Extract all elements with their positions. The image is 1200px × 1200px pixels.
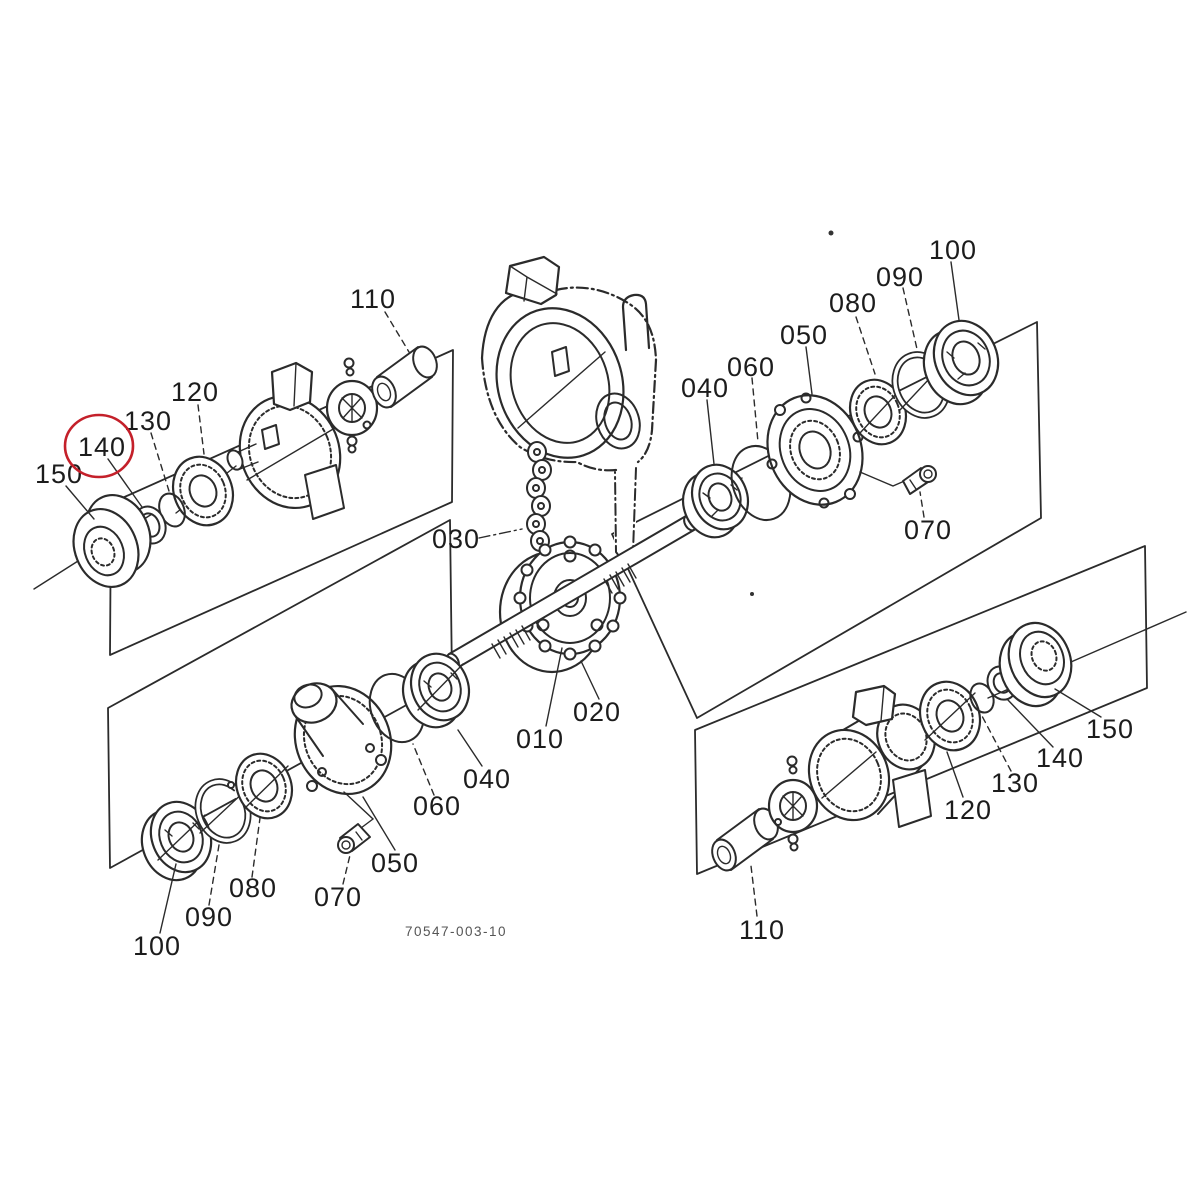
part-label-130-lower-right: 130	[991, 768, 1039, 798]
set-screw-top	[343, 357, 355, 369]
set-screw-bottom	[346, 435, 358, 447]
part-label-050-lower-left: 050	[371, 848, 419, 878]
part-label-090-upper-right: 090	[876, 262, 924, 292]
bolt-070-lower-left	[337, 823, 371, 854]
cap-150-lower-right	[987, 611, 1187, 708]
part-label-150-lower-right: 150	[1086, 714, 1134, 744]
part-label-030: 030	[432, 524, 480, 554]
housing-tab	[270, 361, 314, 412]
part-label-040-upper-right: 040	[681, 373, 729, 403]
seal-080-upper-right	[848, 378, 908, 446]
part-label-020: 020	[573, 697, 621, 727]
part-labels: 110 120 130 140 150 030 010 020 040 060 …	[35, 235, 1134, 961]
axle-housing-upper-left	[226, 361, 345, 520]
collar-lower-right	[767, 755, 819, 852]
bushing-110-upper-left	[371, 345, 438, 409]
highlight-circle-140	[63, 413, 135, 479]
part-label-010: 010	[516, 724, 564, 754]
reference-dot	[828, 230, 834, 236]
drive-chain	[526, 441, 552, 552]
seal-120-lower-right	[918, 680, 982, 752]
part-label-140-upper-left-highlighted: 140	[78, 432, 126, 462]
part-label-110-upper-left: 110	[350, 284, 396, 314]
part-label-120-upper-left: 120	[171, 377, 219, 407]
seal-120-upper-left	[171, 455, 237, 527]
gearbox-housing	[480, 255, 658, 562]
drawing-number: 70547-003-10	[405, 924, 507, 939]
part-label-100-upper-right: 100	[929, 235, 977, 265]
part-label-090-lower-left: 090	[185, 902, 233, 932]
set-screw-top	[786, 755, 798, 767]
part-label-040-lower-left: 040	[463, 764, 511, 794]
bolt-070-upper-right	[902, 465, 937, 495]
part-label-100-lower-left: 100	[133, 931, 181, 961]
part-label-060-upper-right: 060	[727, 352, 775, 382]
part-label-080-lower-left: 080	[229, 873, 277, 903]
part-label-050-upper-right: 050	[780, 320, 828, 350]
collar-upper-left	[325, 357, 379, 454]
bearing-040-lower-left	[401, 652, 471, 729]
part-label-150-upper-left: 150	[35, 459, 83, 489]
part-label-070-lower-left: 070	[314, 882, 362, 912]
leader-lines	[65, 261, 1102, 934]
axle-housing-lower-right	[807, 684, 936, 828]
bearing-100-upper-right	[922, 319, 1000, 406]
hub-050-lower-left	[290, 682, 393, 832]
part-label-140-lower-right: 140	[1036, 743, 1084, 773]
part-label-130-upper-left: 130	[124, 406, 172, 436]
part-label-070-upper-right: 070	[904, 515, 952, 545]
bearing-100-lower-left	[140, 800, 213, 882]
housing-tab	[851, 684, 897, 727]
part-label-060-lower-left: 060	[413, 791, 461, 821]
reference-dot	[750, 592, 754, 596]
cap-150-upper-left	[33, 494, 153, 590]
flange-050-upper-right	[766, 392, 910, 509]
set-screw-bottom	[787, 833, 799, 845]
part-label-110-lower-right: 110	[739, 915, 785, 945]
part-label-120-lower-right: 120	[944, 795, 992, 825]
part-label-080-upper-right: 080	[829, 288, 877, 318]
shaft-splines	[491, 563, 637, 659]
seal-080-lower-left	[234, 752, 294, 820]
